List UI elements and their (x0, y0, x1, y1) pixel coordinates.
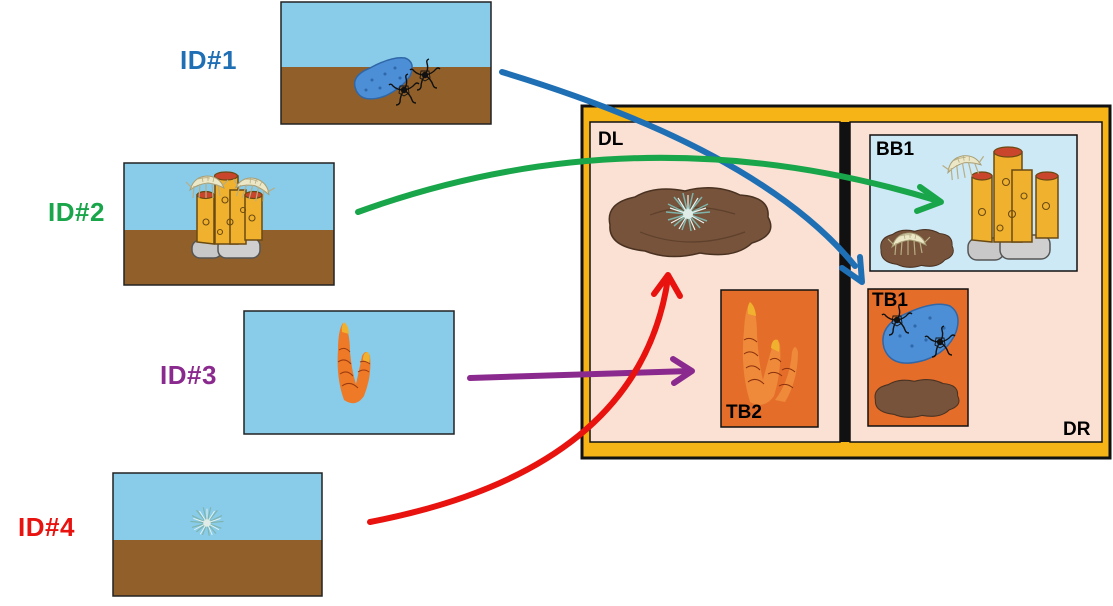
compartment-label-bb1: BB1 (876, 139, 914, 160)
yellow-tube-sponge-icon (196, 171, 263, 245)
compartment-label-tb2: TB2 (726, 402, 762, 423)
id-label-4: ID#4 (18, 512, 75, 542)
compartment-label-tb1: TB1 (872, 290, 908, 311)
compartment-tb2: TB2 (720, 289, 819, 428)
tank: DL DR TB2 BB1 (580, 104, 1112, 460)
mud-patch-icon (608, 187, 772, 258)
tank-divider (840, 122, 850, 442)
source-panel-id2 (123, 162, 335, 286)
zone-label-dr: DR (1063, 419, 1091, 440)
compartment-bb1: BB1 (869, 134, 1078, 272)
source-panel-id3 (243, 310, 455, 435)
compartment-tb1: TB1 (867, 288, 969, 427)
id-label-3: ID#3 (160, 360, 217, 390)
arrow-id4-to-dl (367, 272, 683, 525)
mud-patch-icon (874, 378, 960, 418)
source-panel-id4 (112, 472, 323, 597)
arrow-id3-to-tb2 (467, 356, 695, 386)
id-label-2: ID#2 (48, 197, 105, 227)
blue-sponge-icon (353, 56, 413, 100)
zone-label-dl: DL (598, 129, 624, 150)
orange-branching-sponge-icon (742, 302, 798, 405)
orange-branching-sponge-icon (337, 322, 371, 404)
yellow-tube-sponge-icon (971, 146, 1059, 243)
arrow-id2-to-bb1 (355, 154, 944, 215)
id-label-1: ID#1 (180, 45, 237, 75)
source-panel-id1 (280, 1, 492, 125)
